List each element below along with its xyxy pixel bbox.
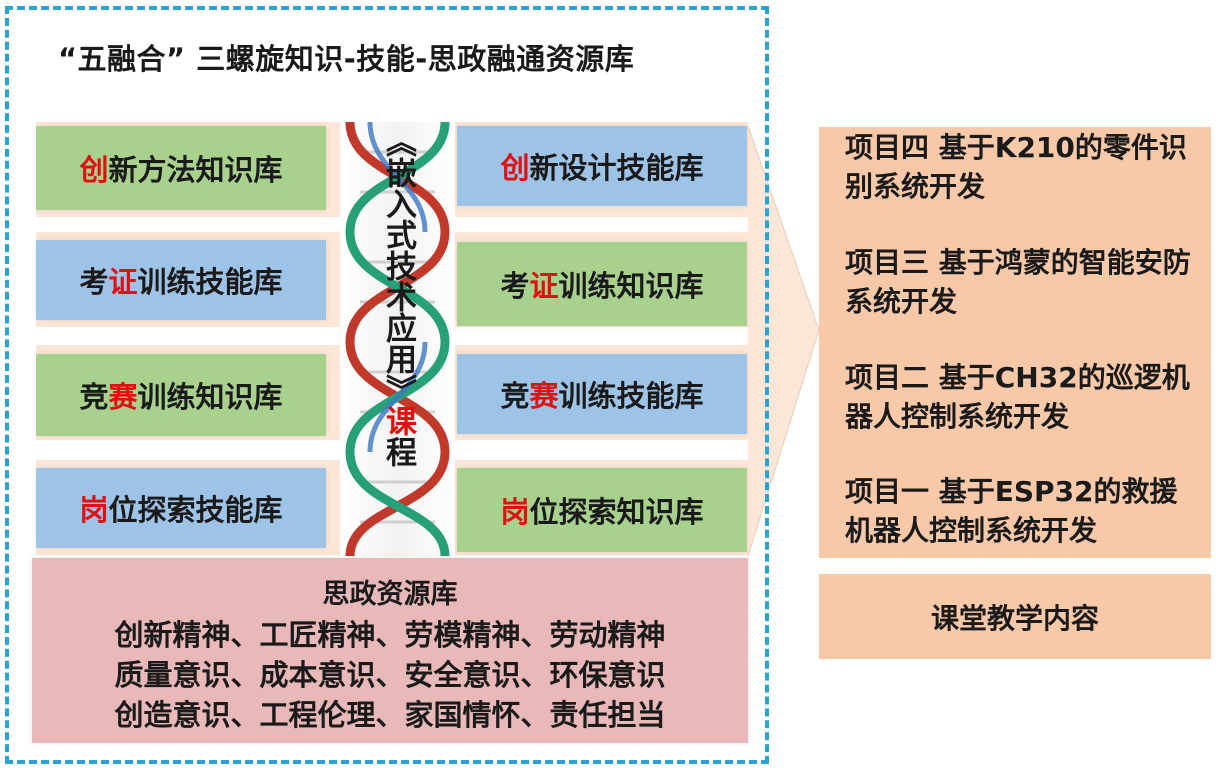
lib-competition-training-skill: 竞赛训练技能库 xyxy=(457,354,747,434)
course-title: 《嵌入式技术应用》课程 xyxy=(380,126,416,467)
diagram-title: “五融合” 三螺旋知识-技能-思政融通资源库 xyxy=(58,42,635,76)
lib-job-exploration-knowledge: 岗位探索知识库 xyxy=(457,468,747,552)
resource-library-frame xyxy=(5,6,769,764)
classroom-content: 课堂教学内容 xyxy=(819,574,1211,659)
sizheng-title: 思政资源库 xyxy=(322,579,458,610)
project-3: 项目三 基于鸿蒙的智能安防系统开发 xyxy=(845,246,1191,318)
lib-innovation-method-knowledge: 创新方法知识库 xyxy=(36,126,326,210)
sizheng-line-3: 创造意识、工程伦理、家国情怀、责任担当 xyxy=(114,698,666,732)
lib-competition-training-knowledge: 竞赛训练知识库 xyxy=(36,354,326,436)
sizheng-library: 思政资源库 创新精神、工匠精神、劳模精神、劳动精神 质量意识、成本意识、安全意识… xyxy=(32,558,748,743)
lib-innovation-design-skill: 创新设计技能库 xyxy=(457,126,747,206)
lib-certificate-training-knowledge: 考证训练知识库 xyxy=(457,242,747,326)
lib-certificate-training-skill: 考证训练技能库 xyxy=(36,240,326,320)
dna-helix xyxy=(340,122,455,556)
sizheng-line-1: 创新精神、工匠精神、劳模精神、劳动精神 xyxy=(114,618,666,652)
projects-panel xyxy=(819,127,1211,558)
project-4: 项目四 基于K210的零件识别系统开发 xyxy=(845,131,1187,203)
project-1: 项目一 基于ESP32的救援机器人控制系统开发 xyxy=(845,475,1178,547)
lib-job-exploration-skill: 岗位探索技能库 xyxy=(36,468,326,548)
project-2: 项目二 基于CH32的巡逻机器人控制系统开发 xyxy=(845,361,1190,433)
sizheng-line-2: 质量意识、成本意识、安全意识、环保意识 xyxy=(114,658,666,692)
